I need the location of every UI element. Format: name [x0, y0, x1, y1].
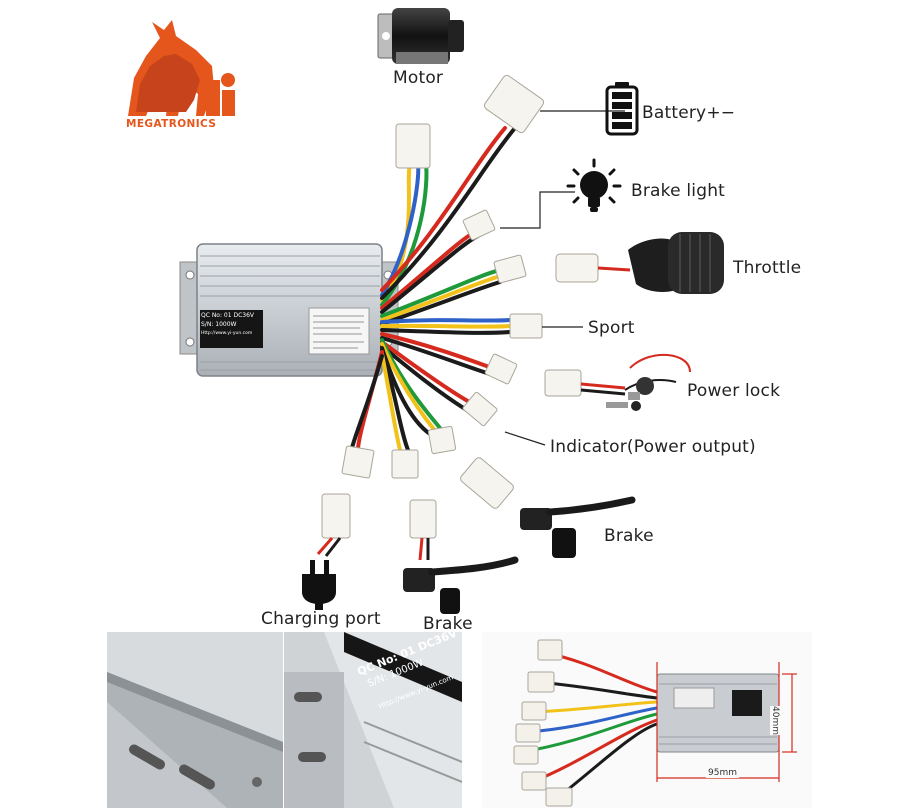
- megatronics-logo: [128, 20, 235, 116]
- wiring-diagram: [128, 8, 724, 614]
- battery-icon: [605, 82, 639, 136]
- motor-icon: [377, 8, 464, 64]
- logo-text: MEGATRONICS: [126, 118, 217, 130]
- controller-url: Http://www.yi-yun.com: [201, 331, 253, 336]
- sn-value: 1000W: [215, 321, 237, 328]
- throttle-icon: [628, 232, 724, 294]
- throttle-label: Throttle: [733, 258, 802, 278]
- bulb-icon: [566, 158, 622, 212]
- brake-lever-bottom-icon: [403, 556, 519, 614]
- charging-port-label: Charging port: [261, 609, 381, 629]
- sn-label: S/N:: [201, 321, 214, 328]
- width-dimension: 95mm: [706, 768, 739, 778]
- qc-value: 01: [223, 312, 232, 319]
- controller-label: QC No: 01 DC36V S/N: 1000W Http://www.yi…: [201, 311, 263, 347]
- sport-label: Sport: [588, 318, 635, 338]
- qc-label: QC No:: [201, 312, 222, 319]
- brake-right-label: Brake: [604, 526, 654, 546]
- motor-connector: [395, 123, 431, 169]
- power-lock-label: Power lock: [687, 381, 781, 401]
- controller-box: [179, 243, 399, 377]
- key-icon: [606, 354, 691, 411]
- photo-panel-dimensions: 95mm 40mm: [482, 632, 812, 808]
- photo-panel-edge: [107, 632, 283, 808]
- brake-lever-icon: [520, 496, 636, 558]
- motor-label: Motor: [393, 68, 444, 88]
- brake-bottom-label: Brake: [423, 614, 473, 634]
- plug-icon: [302, 560, 336, 610]
- height-dimension: 40mm: [770, 706, 780, 735]
- indicator-label: Indicator(Power output): [550, 437, 756, 457]
- voltage-label: DC36V: [233, 312, 255, 319]
- battery-label: Battery+−: [642, 103, 736, 123]
- brake-light-label: Brake light: [631, 181, 726, 201]
- photo-panel-label: QC No: 01 DC36V S/N: 1000W Http://www.yi…: [284, 632, 462, 808]
